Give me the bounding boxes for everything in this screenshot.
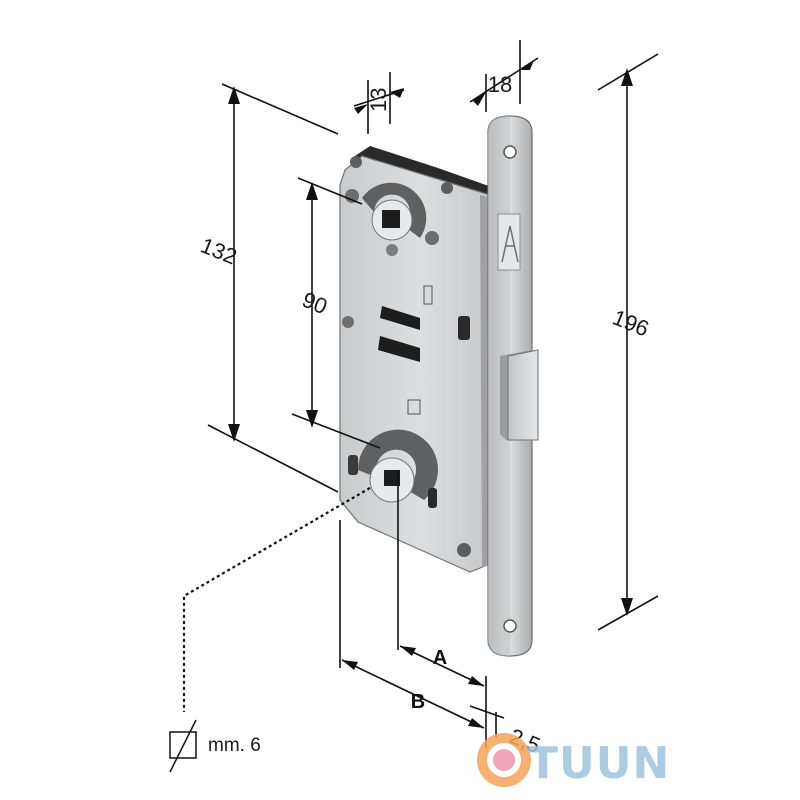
brand-mark-icon (497, 213, 521, 271)
square-spindle-symbol-icon (169, 719, 197, 773)
lower-side-slot (348, 455, 358, 475)
latch-slot-upper (380, 306, 420, 330)
dimension-b-label: B (411, 691, 425, 713)
latch-bolt (500, 349, 539, 441)
rivet-icon (342, 316, 354, 328)
dimension-13-label: 13 (366, 88, 391, 112)
rivet-icon (441, 182, 453, 194)
dimension-196-label: 196 (609, 305, 652, 342)
side-slot (458, 316, 470, 340)
dimension-arrowheads (228, 60, 633, 728)
watermark-text: TUUN (528, 738, 670, 789)
watermark-ring-icon (493, 749, 515, 771)
dimension-a-label: A (433, 647, 447, 669)
rivet-icon (345, 189, 359, 203)
faceplate-screw-hole-icon (503, 145, 517, 159)
dimension-18-label: 18 (488, 72, 512, 97)
rivet-icon (425, 231, 439, 245)
faceplate-screw-hole-icon (503, 619, 517, 633)
rivet-icon (457, 543, 471, 557)
lock-case (339, 146, 501, 573)
spindle-size-label: mm. 6 (208, 735, 261, 756)
tuun-watermark: TUUN (477, 733, 670, 789)
faceplate (487, 115, 539, 657)
lower-key-slot (428, 488, 437, 508)
case-slot (423, 285, 433, 305)
case-slot (407, 399, 421, 415)
square-spindle-hole-icon (384, 470, 400, 486)
upper-spindle-hub (362, 182, 427, 256)
spindle-leader-line (182, 487, 371, 712)
square-spindle-hole-icon (382, 210, 400, 228)
dimension-90-label: 90 (299, 287, 331, 319)
watermark-ring-icon (477, 733, 531, 787)
latch-slot-lower (378, 336, 420, 362)
rivet-icon (350, 156, 362, 168)
dimension-lines (207, 40, 659, 748)
